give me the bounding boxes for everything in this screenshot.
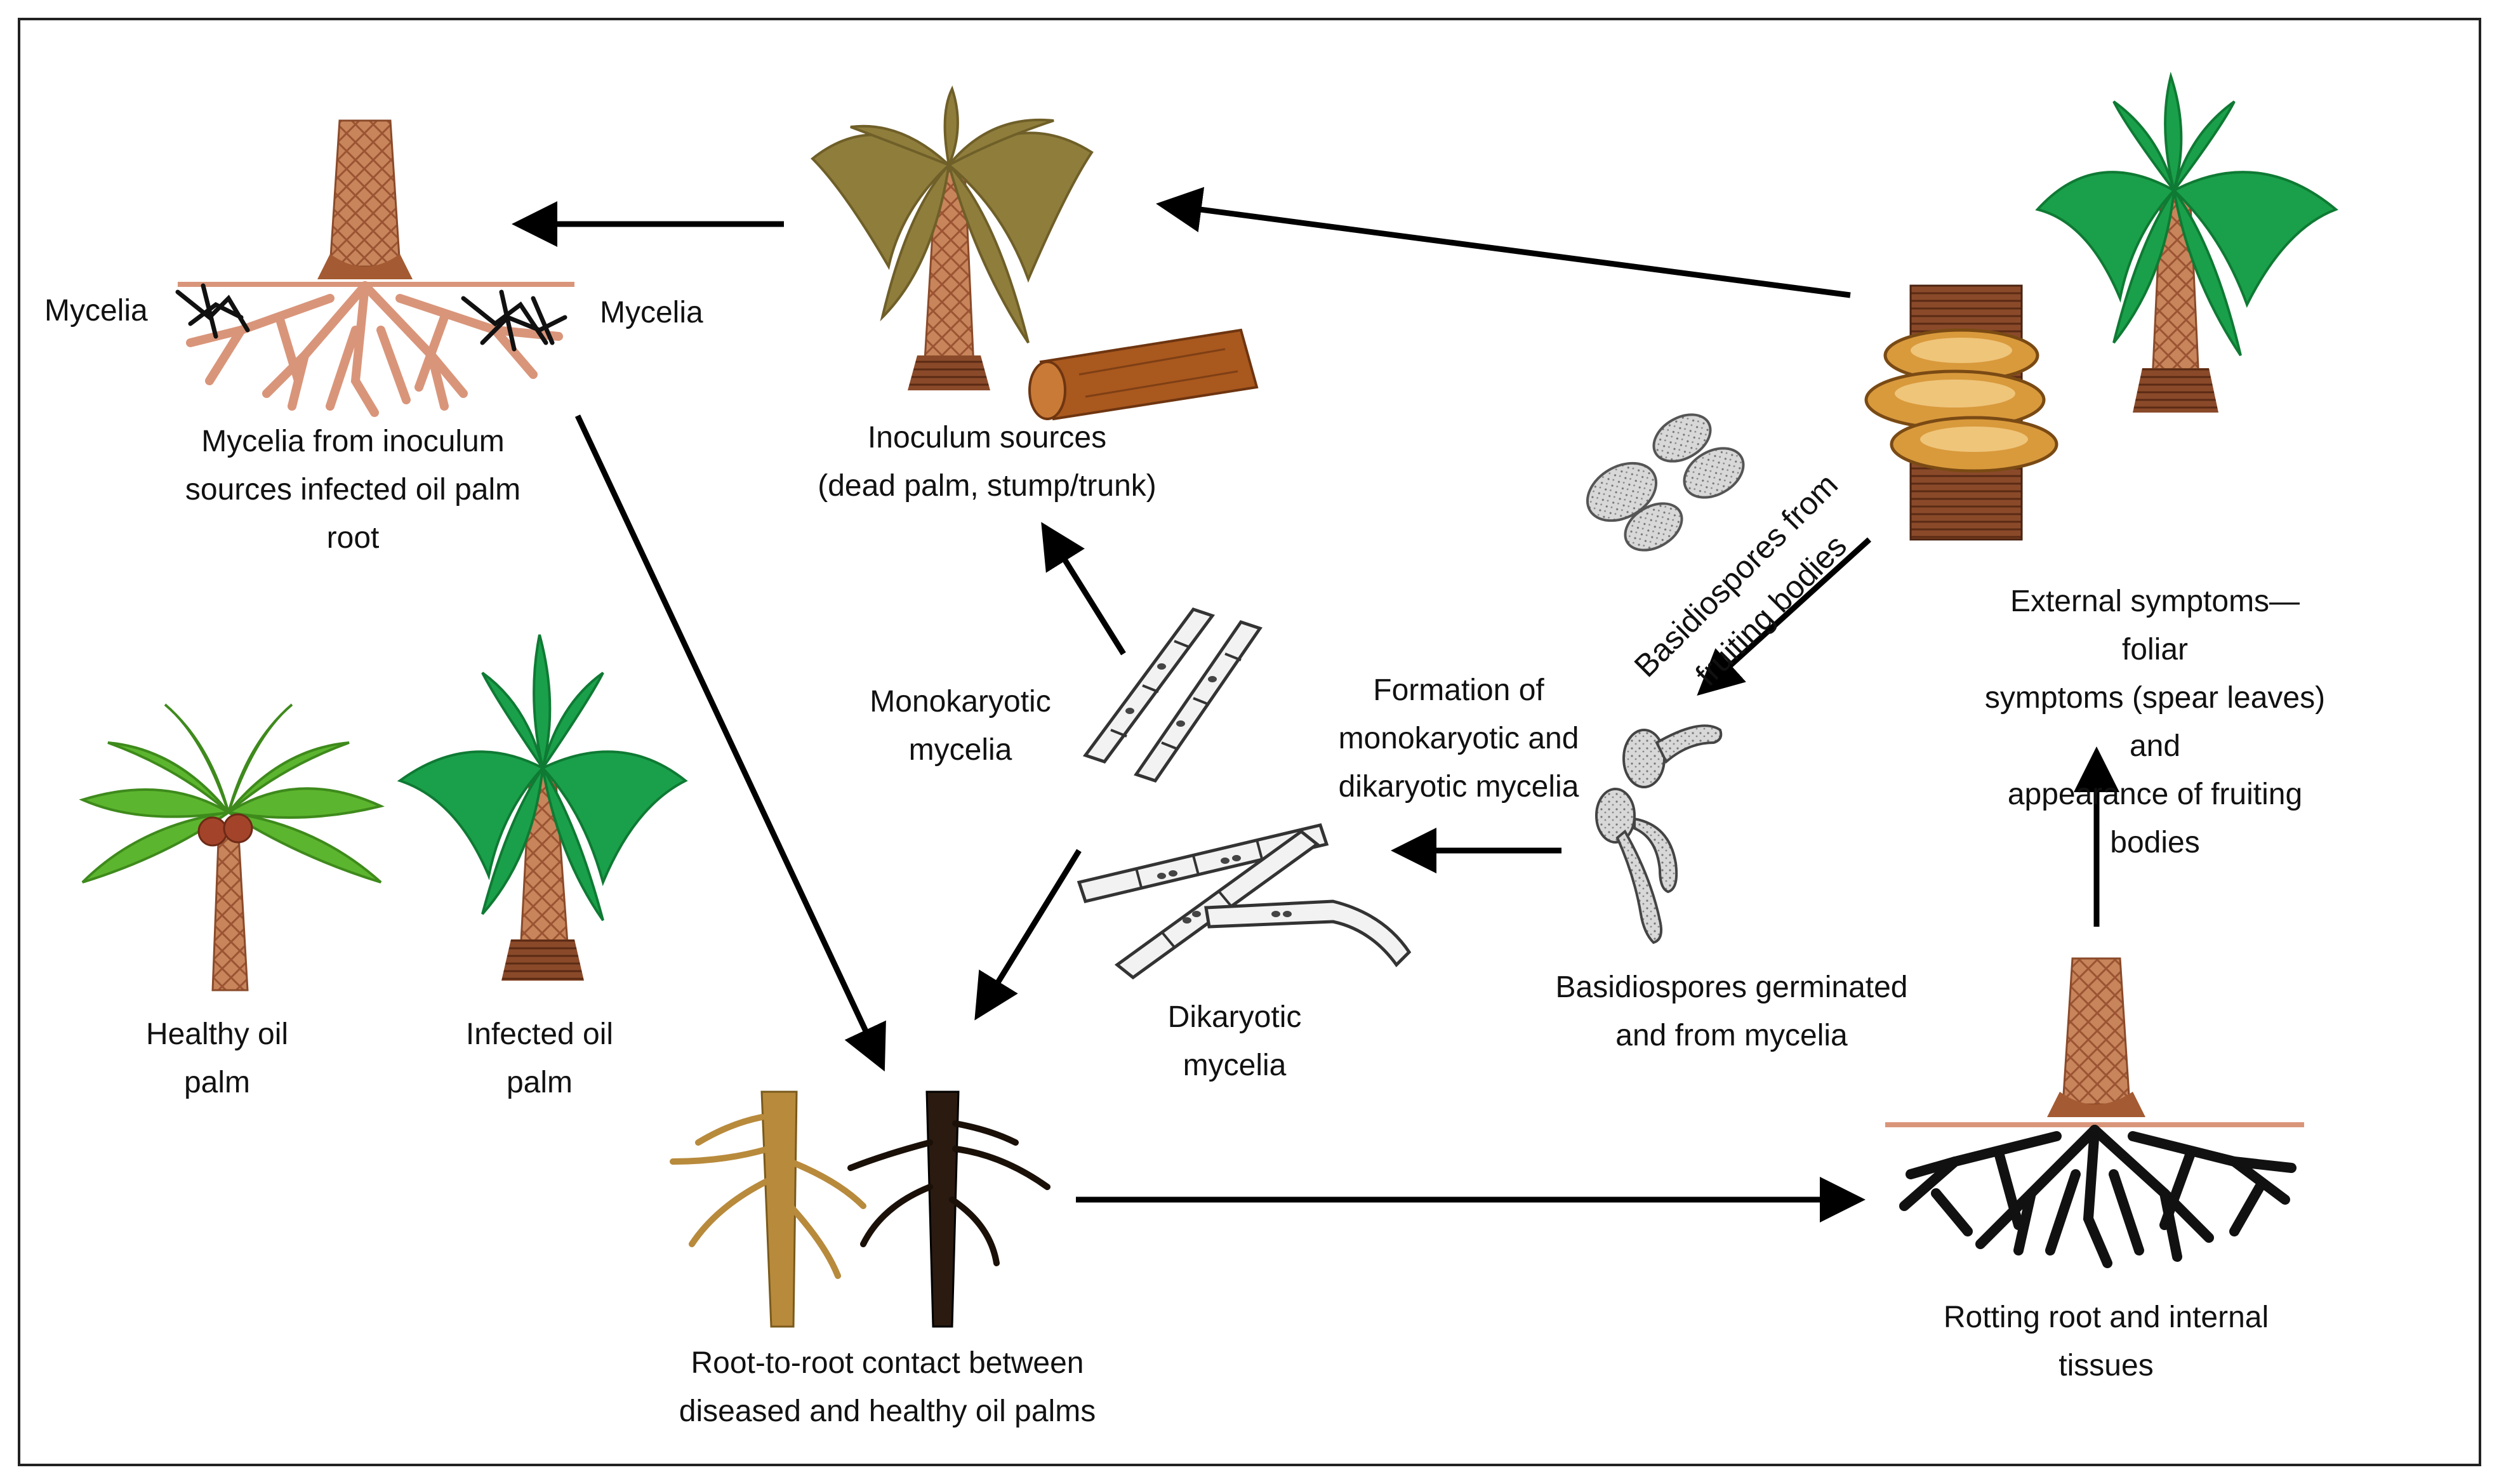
- label-healthy-palm: Healthy oil palm: [145, 1017, 289, 1099]
- label-mycelia-left: Mycelia: [44, 294, 148, 328]
- rotting-root-system-icon: [1885, 957, 2304, 1268]
- dikaryotic-hyphae-icon: [1077, 823, 1412, 980]
- label-basidiospores-germinated: Basidiospores germinated and from myceli…: [1555, 971, 1908, 1052]
- cycle-arrows: [512, 187, 2119, 1222]
- label-mycelia-right: Mycelia: [600, 296, 703, 329]
- infected-palm-icon: [397, 634, 688, 981]
- label-rotting-root: Rotting root and internal tissues: [1943, 1301, 2269, 1382]
- arrow-mono-to-inoculum: [1041, 522, 1126, 656]
- arrow-symptoms-to-inoculum: [1156, 187, 1851, 298]
- arrow-fruiting-to-spores: [1697, 537, 1872, 696]
- basidiospores-icon: [1586, 413, 1745, 552]
- label-monokaryotic-mycelia: Monokaryotic mycelia: [870, 685, 1051, 767]
- label-infected-palm: Infected oil palm: [465, 1017, 614, 1099]
- label-dikaryotic-mycelia: Dikaryotic mycelia: [1167, 1000, 1302, 1082]
- root-contact-icon: [670, 1090, 1051, 1328]
- arrow-root-to-contact: [574, 414, 886, 1072]
- germinating-spores-icon: [1595, 724, 1723, 944]
- healthy-palm-icon: [79, 703, 385, 991]
- label-inoculum-sources: Inoculum sources (dead palm, stump/trunk…: [818, 421, 1157, 503]
- label-formation-mycelia: Formation of monokaryotic and dikaryotic…: [1338, 673, 1579, 804]
- arrow-mycelia-to-contact: [974, 849, 1082, 1021]
- log-stump-icon: [1028, 328, 1259, 421]
- infected-palm-with-fruiting-bodies-icon: [1864, 71, 2338, 541]
- dead-palm-icon: [811, 85, 1094, 390]
- diagram-frame: [18, 18, 2481, 1466]
- monokaryotic-hyphae-icon: [1082, 607, 1263, 783]
- label-infected-root: Mycelia from inoculum sources infected o…: [185, 425, 521, 555]
- label-external-symptoms: External symptoms—foliar symptoms (spear…: [1984, 585, 2326, 859]
- infected-root-system-icon: [175, 119, 574, 417]
- label-root-contact: Root-to-root contact between diseased an…: [679, 1346, 1096, 1428]
